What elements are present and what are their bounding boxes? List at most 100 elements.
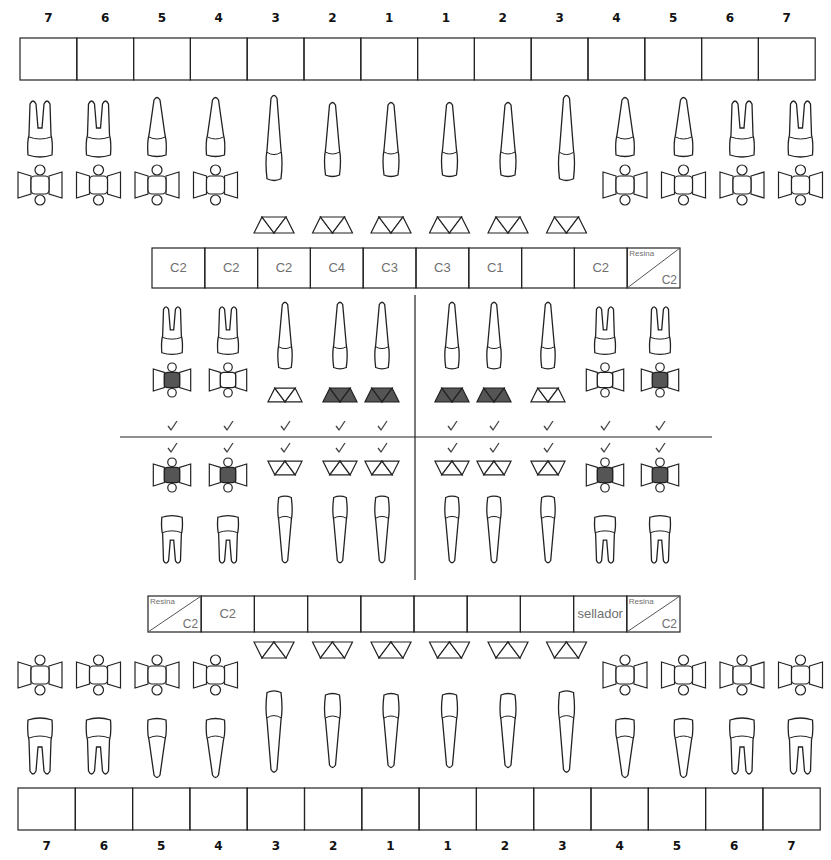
chart-cell [418,38,475,80]
surface-vestibular [168,363,177,372]
surface-occlusal [597,372,612,387]
surface-lingual [620,685,630,695]
tooth-outline [650,307,671,355]
check-mark [168,421,177,430]
surface-triangle [452,461,469,475]
chart-cell [758,38,815,80]
tooth-shape [206,98,225,157]
chart-cell [467,596,520,632]
surface-occlusal [31,176,49,194]
surface-vestibular [94,655,104,665]
cell-note: Resina [629,598,654,606]
surface-lingual [168,484,177,493]
tooth-number: 1 [385,12,393,25]
tooth-shape [375,302,389,369]
tooth-shape [445,496,459,563]
tooth-number: 2 [499,12,507,25]
tooth-shape [500,103,516,177]
occlusal-line [120,436,712,437]
cemento-enamel-line [651,531,670,533]
surface-lingual [94,685,104,695]
surface-lingual [656,484,665,493]
tooth-shape [595,516,616,564]
cemento-enamel-line [617,736,633,738]
surface-lingual [737,685,747,695]
surface-mesial [720,172,733,198]
check-mark [490,421,499,430]
tooth-shape [86,101,111,157]
surface-diagram [662,165,706,205]
surface-mesial [18,662,31,688]
cemento-enamel-line [334,347,347,349]
surface-diagram [268,461,302,475]
surface-vestibular [796,655,806,665]
cemento-enamel-line [488,347,501,349]
tooth-outline [375,302,389,369]
surface-mesial [641,464,652,486]
surface-occlusal [652,467,667,482]
surface-diagram [194,655,238,695]
tooth-outline [325,103,341,177]
tooth-outline [325,694,341,768]
tooth-outline [162,307,183,355]
cell-note: C2 [170,261,187,275]
surface-triangle [333,217,353,233]
tooth-outline [487,496,501,563]
tooth-number: 1 [386,840,394,853]
surface-lingual [796,195,806,205]
check-mark [336,443,345,452]
check-mark [601,421,610,430]
surface-lingual [620,195,630,205]
surface-distal [166,662,179,688]
cemento-enamel-line [488,516,501,518]
surface-mesial [779,172,792,198]
surface-diagram [77,655,121,695]
surface-triangle [285,388,302,402]
surface-diagram [209,458,246,492]
tooth-number: 5 [157,840,165,853]
surface-triangle [508,217,528,233]
surface-triangle [567,217,587,233]
tooth-shape [325,103,341,177]
surface-distal [693,172,706,198]
check-mark [378,421,387,430]
surface-triangle [452,388,469,402]
surface-diagram [323,388,357,402]
surface-diagram [603,655,647,695]
surface-lingual [679,195,689,205]
surface-occlusal [148,666,166,684]
surface-mesial [662,172,675,198]
cemento-enamel-line [326,716,340,718]
surface-diagram [371,642,411,658]
chart-cell [308,596,361,632]
tooth-outline [148,719,167,778]
tooth-outline [86,101,111,157]
tooth-shape [616,719,635,778]
surface-occlusal [90,666,108,684]
surface-occlusal [220,372,235,387]
surface-vestibular [152,165,162,175]
surface-vestibular [601,458,610,467]
surface-distal [613,369,624,391]
tooth-outline [730,101,755,157]
surface-diagram [603,165,647,205]
cemento-enamel-line [267,716,281,718]
chart-cell [20,38,77,80]
tooth-outline [28,718,53,774]
cell-note: Resina [150,598,175,606]
tooth-outline [442,103,458,177]
surface-diagram [720,165,764,205]
surface-triangle [494,461,511,475]
surface-diagram [268,388,302,402]
surface-occlusal [164,467,179,482]
tooth-shape [266,691,282,772]
tooth-shape [487,302,501,369]
surface-occlusal [220,467,235,482]
surface-diagram [313,217,353,233]
cemento-enamel-line [88,137,110,139]
chart-cell [190,38,247,80]
surface-lingual [94,195,104,205]
surface-mesial [586,464,597,486]
chart-cell [588,38,645,80]
